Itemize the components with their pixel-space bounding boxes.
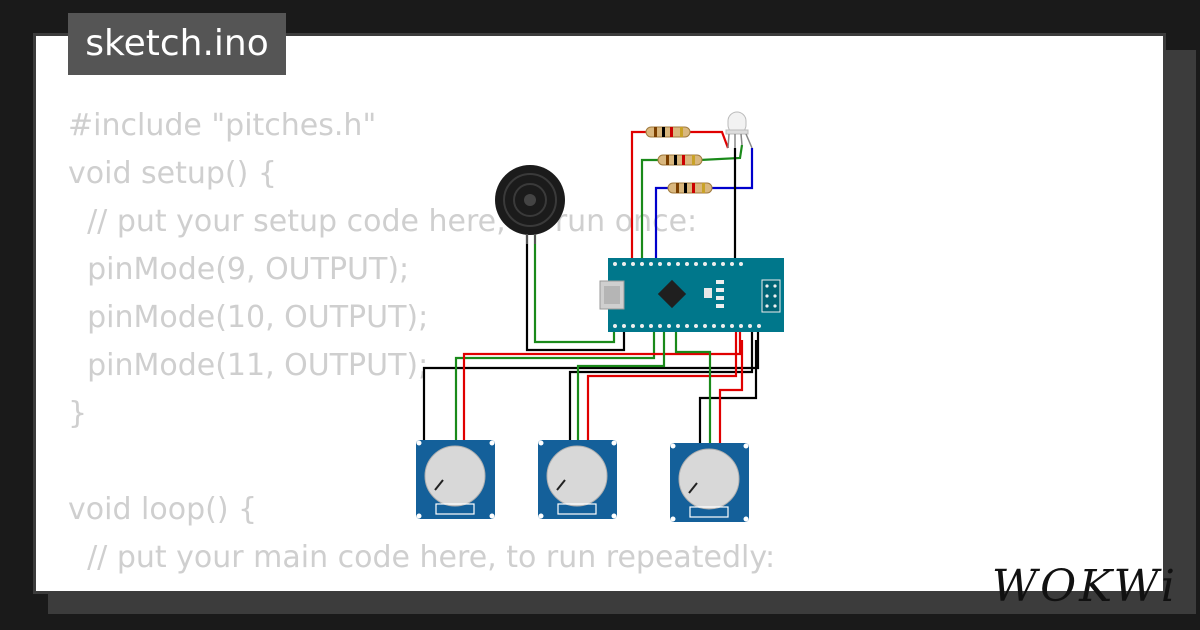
code-line: // put your main code here, to run repea… — [68, 540, 776, 575]
code-line: pinMode(9, OUTPUT); — [68, 252, 410, 287]
wire-black — [525, 232, 626, 352]
wire-green — [576, 330, 666, 508]
buzzer-icon — [495, 165, 565, 244]
potentiometer-icon — [416, 440, 495, 519]
wire-black — [422, 330, 760, 505]
wokwi-logo: WOKWi — [991, 561, 1178, 612]
wire-blue — [654, 186, 672, 268]
wire-green — [699, 144, 744, 162]
preview-card: #include "pitches.h" void setup() { // pu… — [33, 33, 1166, 594]
wire-red — [630, 130, 648, 268]
code-preview: #include "pitches.h" void setup() { // pu… — [68, 102, 776, 591]
resistor-2 — [657, 154, 703, 166]
arduino-nano-icon — [599, 258, 784, 332]
code-line: void setup() { — [68, 156, 277, 191]
resistor-3 — [667, 182, 713, 194]
wire-red — [688, 130, 730, 149]
wire-blue — [708, 148, 754, 190]
wire-green — [674, 330, 712, 508]
code-line: void loop() { — [68, 492, 258, 527]
potentiometer-icon — [538, 440, 617, 519]
wire-green — [533, 232, 616, 344]
rgb-led-icon — [725, 111, 753, 149]
code-line: #include "pitches.h" — [68, 108, 377, 143]
code-line: pinMode(11, OUTPUT); — [68, 348, 429, 383]
code-line: tone(...) — [68, 582, 775, 591]
sketch-filename: sketch.ino — [68, 13, 286, 75]
code-line: pinMode(10, OUTPUT); — [68, 300, 429, 335]
resistors — [645, 126, 713, 194]
code-line: } — [68, 396, 88, 431]
potentiometer-icon — [670, 443, 749, 522]
wire-green — [454, 330, 656, 505]
wire-red — [462, 330, 742, 505]
wire-green — [640, 158, 662, 268]
resistor-1 — [645, 126, 691, 138]
